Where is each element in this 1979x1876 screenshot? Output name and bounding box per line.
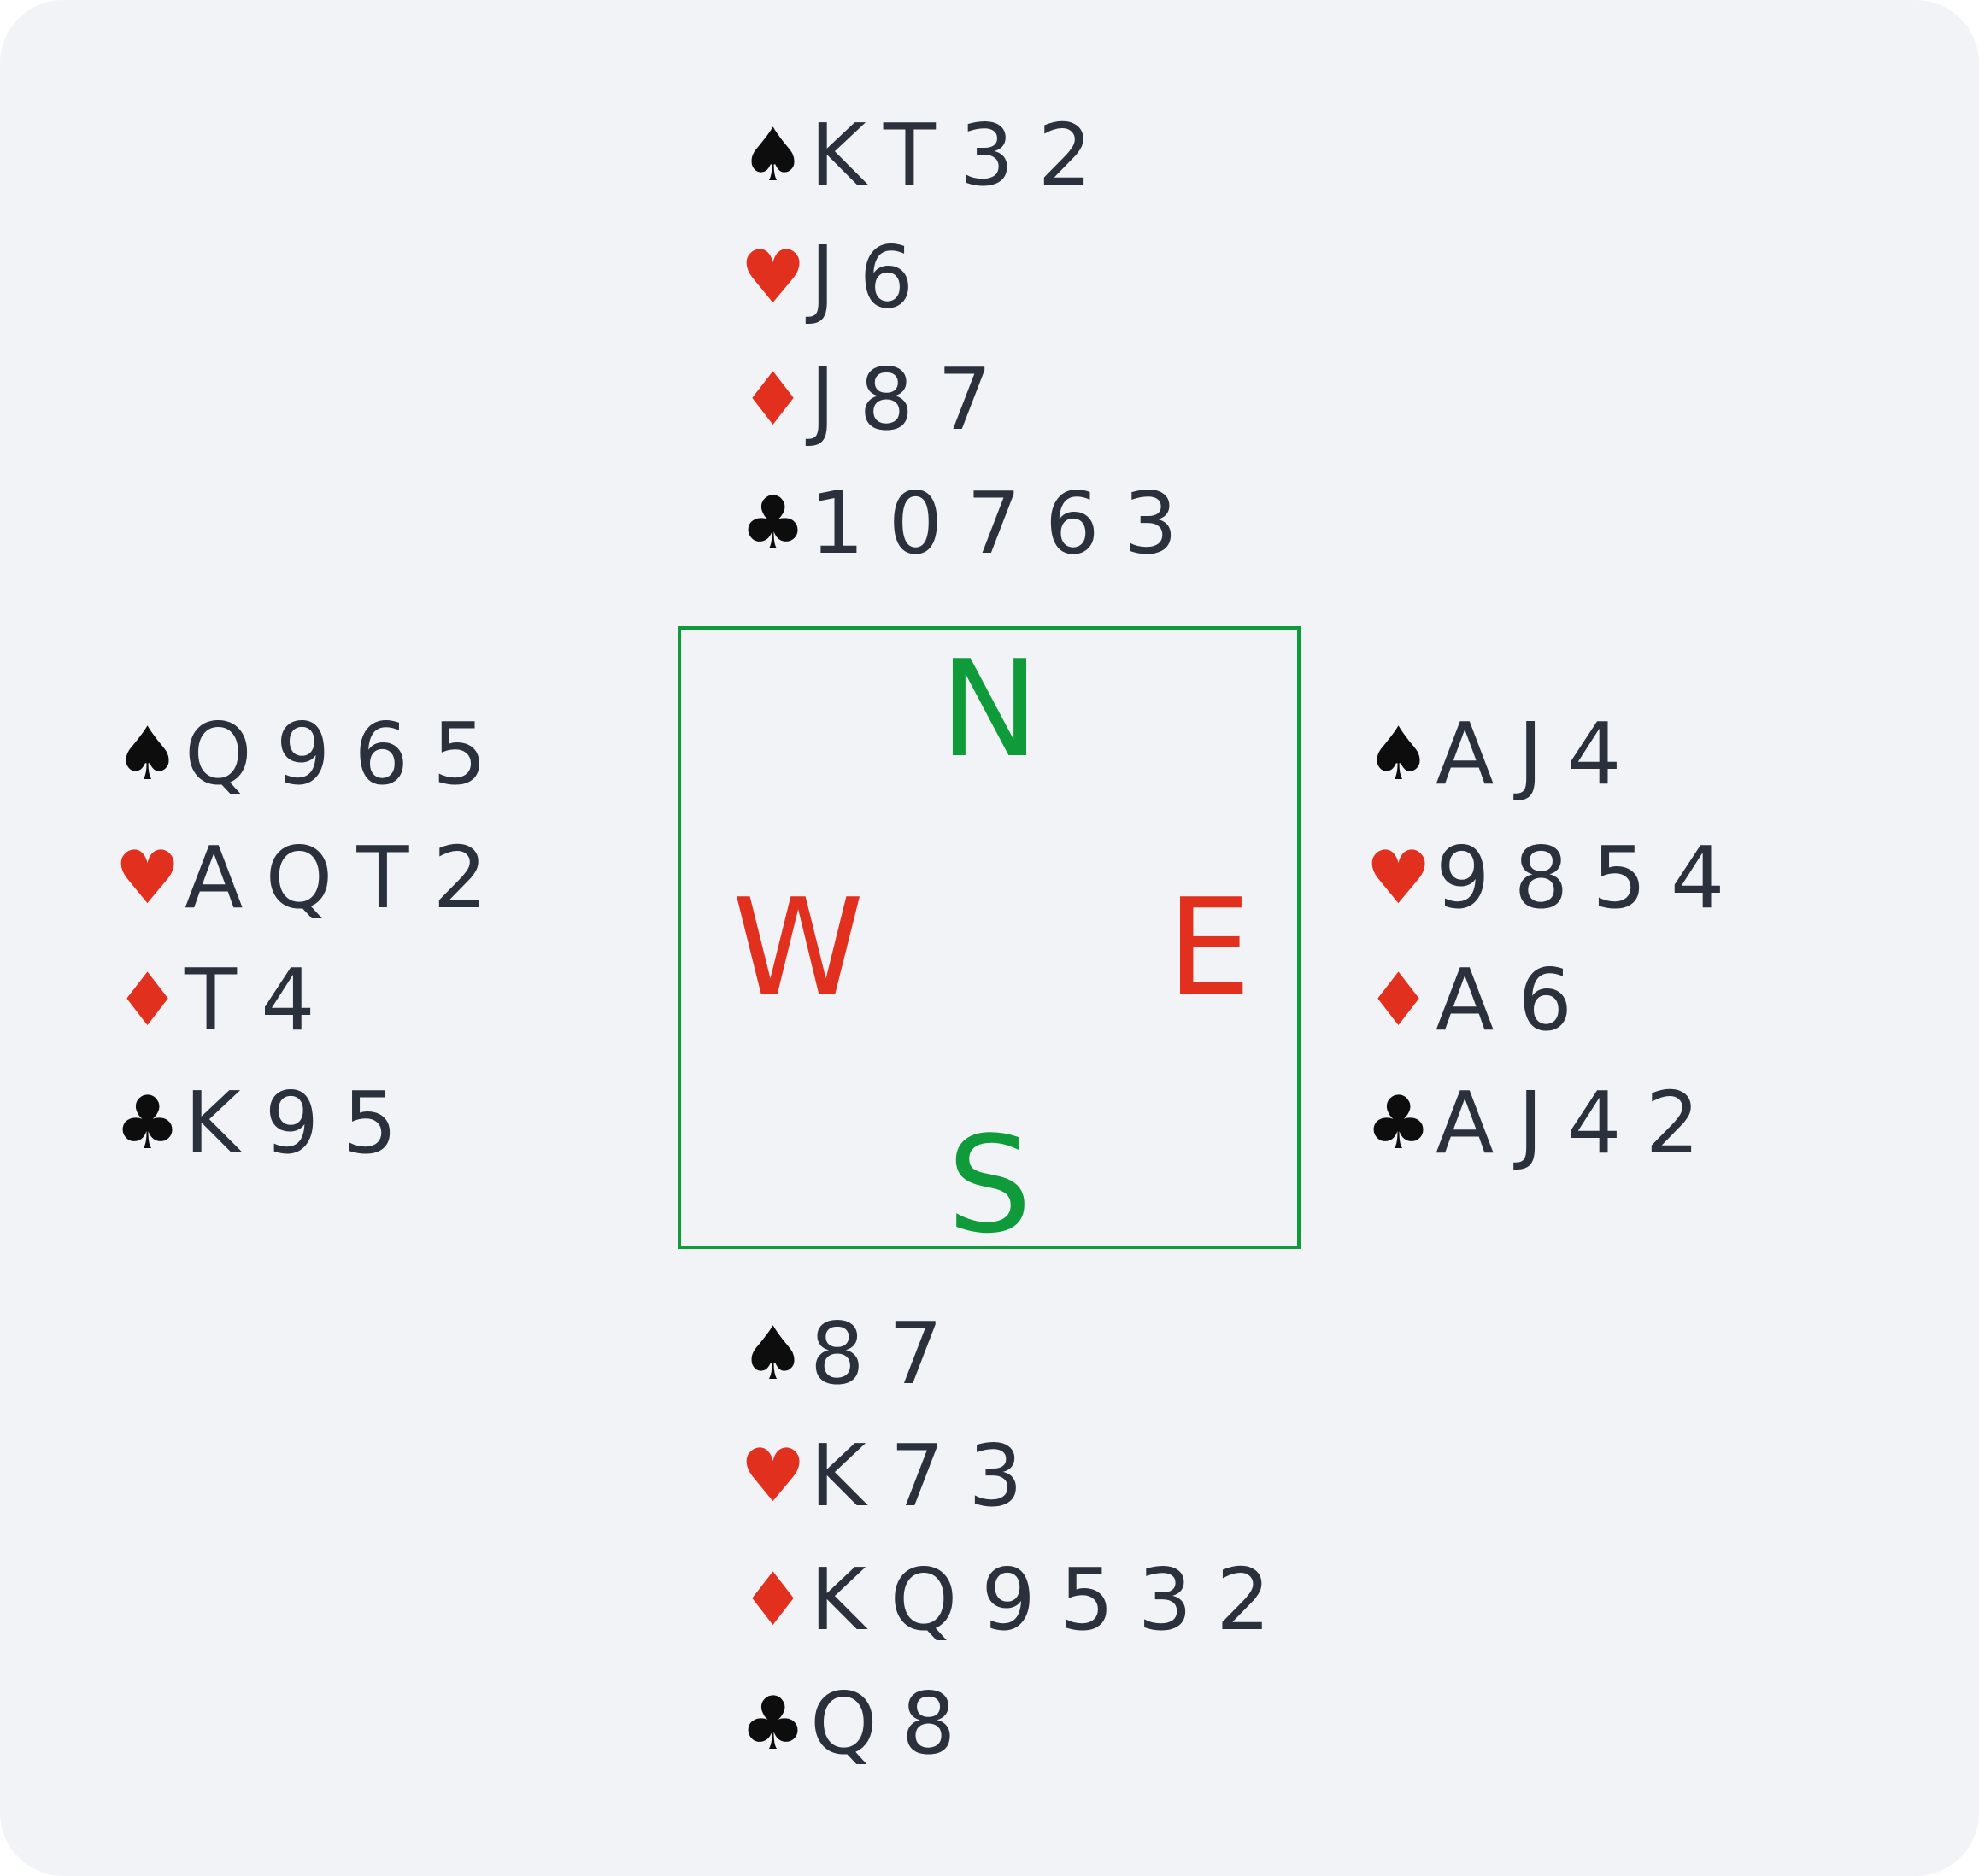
spade-icon: ♠	[1365, 712, 1432, 797]
north-clubs-row: ♣10763	[740, 477, 1201, 571]
north-diamonds-row: ♦J87	[740, 353, 1016, 447]
south-hearts-row: ♥K73	[740, 1429, 1047, 1523]
north-spades: KT32	[810, 105, 1117, 205]
north-clubs: 10763	[810, 473, 1202, 573]
south-clubs-row: ♣Q8	[740, 1677, 979, 1771]
east-clubs-row: ♣AJ42	[1365, 1076, 1724, 1170]
east-diamonds-row: ♦A6	[1365, 953, 1596, 1047]
heart-icon: ♥	[115, 835, 181, 921]
south-clubs: Q8	[810, 1674, 980, 1773]
compass-south: S	[947, 1107, 1032, 1263]
heart-icon: ♥	[1365, 835, 1432, 921]
spade-icon: ♠	[740, 113, 807, 198]
club-icon: ♣	[740, 481, 807, 566]
east-hearts-row: ♥9854	[1365, 831, 1749, 925]
diamond-icon: ♦	[740, 357, 807, 443]
north-hearts-row: ♥J6	[740, 231, 937, 325]
diamond-icon: ♦	[1365, 958, 1432, 1043]
north-spades-row: ♠KT32	[740, 108, 1116, 202]
west-clubs-row: ♣K95	[115, 1076, 421, 1170]
west-diamonds-row: ♦T4	[115, 953, 339, 1047]
east-spades-row: ♠AJ4	[1365, 707, 1646, 801]
diamond-icon: ♦	[115, 958, 181, 1043]
club-icon: ♣	[740, 1681, 807, 1767]
east-clubs: AJ42	[1436, 1073, 1724, 1173]
west-spades-row: ♠Q965	[115, 707, 511, 801]
spade-icon: ♠	[115, 712, 181, 797]
spade-icon: ♠	[740, 1311, 807, 1397]
north-diamonds: J87	[810, 349, 1016, 449]
east-spades: AJ4	[1436, 704, 1646, 804]
south-diamonds-row: ♦KQ9532	[740, 1553, 1295, 1647]
heart-icon: ♥	[740, 235, 807, 320]
south-diamonds: KQ9532	[810, 1550, 1295, 1650]
south-hearts: K73	[810, 1426, 1047, 1526]
south-spades: 87	[810, 1304, 967, 1404]
club-icon: ♣	[1365, 1081, 1432, 1166]
club-icon: ♣	[115, 1081, 181, 1166]
compass-west: W	[731, 870, 865, 1025]
north-hearts: J6	[810, 227, 938, 327]
east-hearts: 9854	[1436, 828, 1749, 928]
south-spades-row: ♠87	[740, 1307, 966, 1401]
compass-north: N	[939, 631, 1040, 787]
compass-east: E	[1166, 870, 1252, 1025]
diamond-icon: ♦	[740, 1557, 807, 1643]
west-hearts: AQT2	[185, 828, 512, 928]
west-hearts-row: ♥AQT2	[115, 831, 511, 925]
compass-box	[678, 626, 1301, 1249]
west-clubs: K95	[185, 1073, 421, 1173]
heart-icon: ♥	[740, 1433, 807, 1519]
west-diamonds: T4	[185, 950, 339, 1050]
east-diamonds: A6	[1436, 950, 1597, 1050]
west-spades: Q965	[185, 704, 511, 804]
